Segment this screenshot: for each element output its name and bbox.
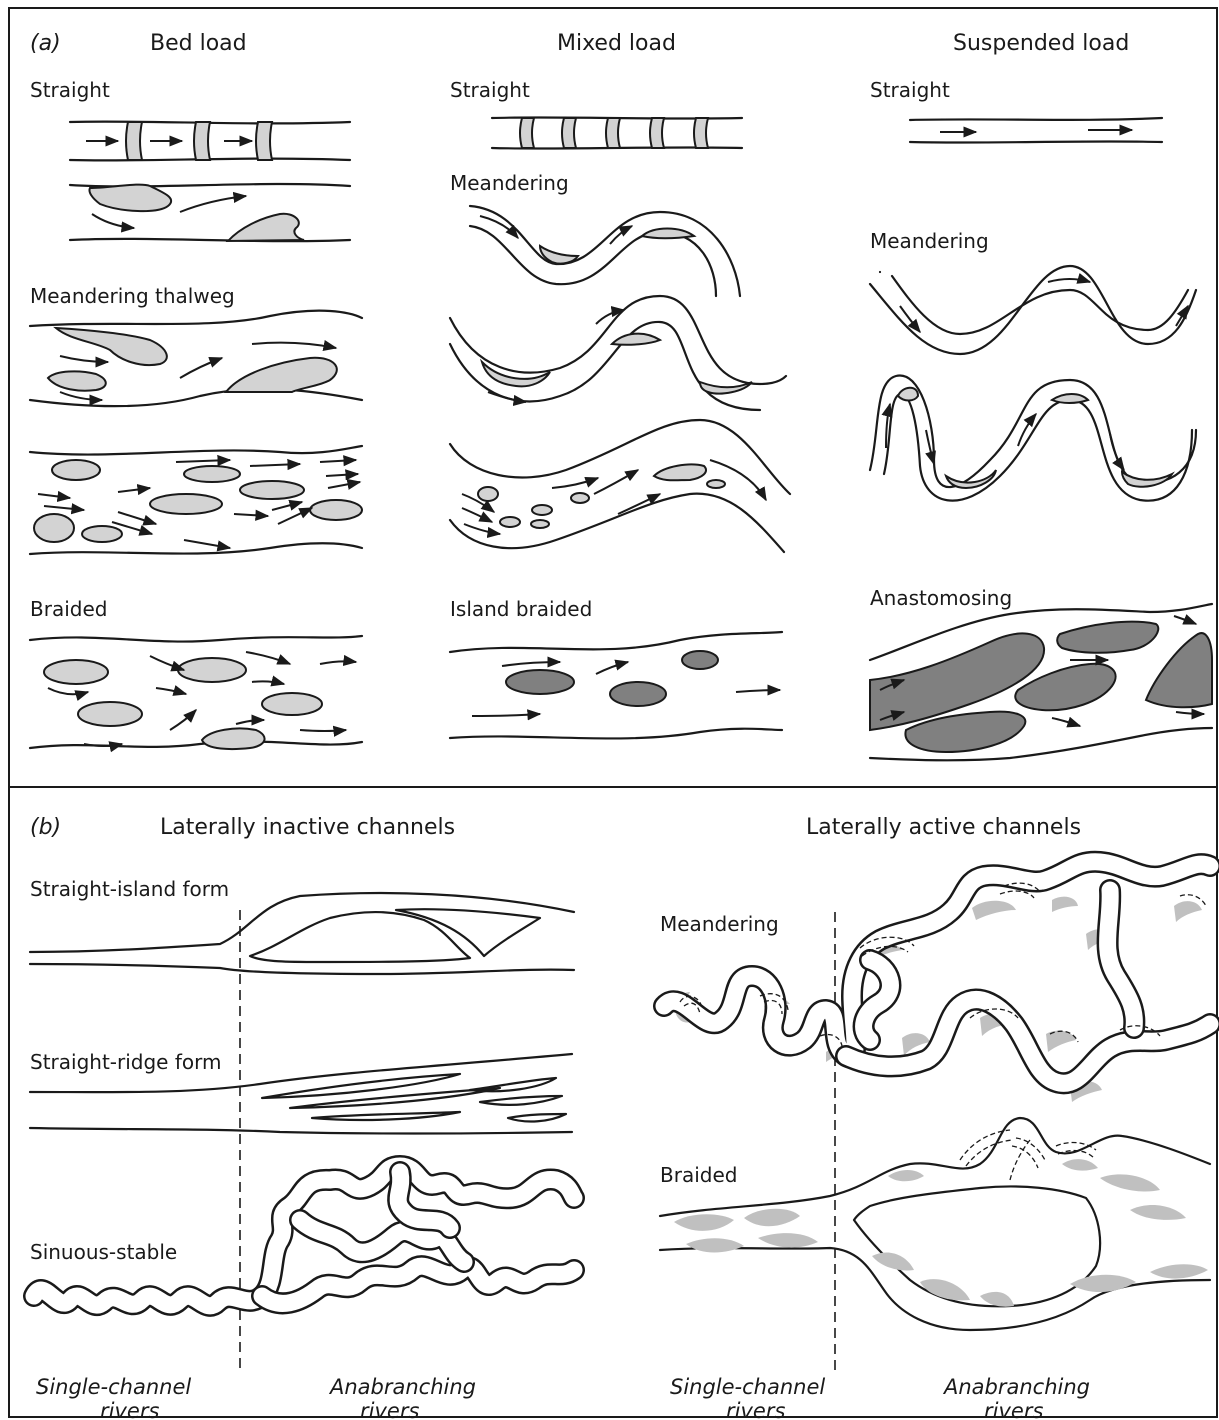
bed-load-title: Bed load <box>150 31 247 56</box>
suspended-load-title: Suspended load <box>953 31 1129 56</box>
bed-load-straight: Straight <box>30 78 350 160</box>
suspended-load-meandering-label: Meandering <box>870 229 989 253</box>
active-single-channel-line2: rivers <box>726 1399 785 1420</box>
sinuous-stable: Sinuous-stable <box>30 1166 574 1306</box>
laterally-inactive-title: Laterally inactive channels <box>160 815 455 840</box>
active-anabranching-line1: Anabranching <box>942 1375 1090 1399</box>
mixed-load-meandering-label: Meandering <box>450 171 569 195</box>
active-braided-label: Braided <box>660 1163 737 1187</box>
sinuous-stable-label: Sinuous-stable <box>30 1240 177 1264</box>
active-anabranching-line2: rivers <box>984 1399 1043 1420</box>
suspended-load-straight: Straight <box>870 78 1162 143</box>
mixed-load-title: Mixed load <box>557 31 676 56</box>
bed-load-straight-label: Straight <box>30 78 110 102</box>
mixed-load-straight: Straight <box>450 78 742 149</box>
bed-load-transitional <box>30 446 362 554</box>
inactive-single-channel-line1: Single-channel <box>36 1375 191 1399</box>
active-meandering-label: Meandering <box>660 912 779 936</box>
straight-ridge-form-label: Straight-ridge form <box>30 1050 221 1074</box>
active-braided: Braided <box>660 1118 1210 1330</box>
inactive-anabranching-line1: Anabranching <box>328 1375 476 1399</box>
meandering-thalweg-label: Meandering thalweg <box>30 284 235 308</box>
inactive-single-channel-line2: rivers <box>100 1399 159 1420</box>
active-single-channel-line1: Single-channel <box>670 1375 825 1399</box>
panel-b-label: (b) <box>30 815 61 840</box>
mixed-load-island-braided: Island braided <box>450 597 782 738</box>
suspended-load-anastomosing: Anastomosing <box>870 586 1212 760</box>
mixed-load-meandering-2 <box>450 296 786 410</box>
panel-a-label: (a) <box>30 31 61 56</box>
bed-load-meandering-thalweg: Meandering thalweg <box>30 284 362 406</box>
active-meandering: Meandering <box>660 862 1210 1102</box>
mixed-load-wandering <box>450 420 790 552</box>
anastomosing-label: Anastomosing <box>870 586 1012 610</box>
bed-load-braided: Braided <box>30 597 362 749</box>
bed-load-straight-alternate-bars <box>70 184 350 241</box>
mixed-load-straight-label: Straight <box>450 78 530 102</box>
suspended-load-meandering-2 <box>870 376 1196 501</box>
laterally-active-title: Laterally active channels <box>806 815 1081 840</box>
straight-island-form-label: Straight-island form <box>30 877 229 901</box>
braided-label: Braided <box>30 597 107 621</box>
straight-island-form: Straight-island form <box>30 877 574 974</box>
straight-ridge-form: Straight-ridge form <box>30 1050 572 1134</box>
island-braided-label: Island braided <box>450 597 592 621</box>
mixed-load-meandering-1: Meandering <box>450 171 740 296</box>
suspended-load-straight-label: Straight <box>870 78 950 102</box>
inactive-anabranching-line2: rivers <box>360 1399 419 1420</box>
suspended-load-meandering-1: Meandering <box>870 229 1196 354</box>
